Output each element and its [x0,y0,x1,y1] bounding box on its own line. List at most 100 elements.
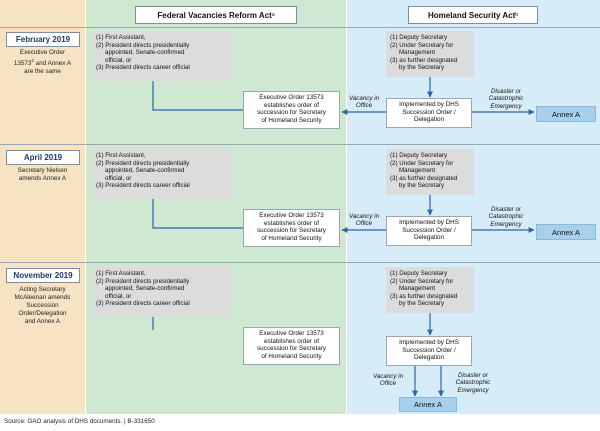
list-item: Management [399,167,436,175]
row-description: Acting Secretary McAleenan amends Succes… [2,286,83,326]
list-item: by the Secretary [399,300,445,308]
list-item: (1) First Assistant, [96,270,146,277]
list-item: (1) First Assistant, [96,152,146,159]
list-item: (2) Under Secretary for [390,159,454,167]
disaster-line: Disaster or [491,88,521,95]
list-item: (1) Deputy Secretary [390,152,448,159]
description-line: 13573c and Annex A [2,57,83,68]
list-item: Management [399,49,436,57]
list-item: (3) President directs career official [96,300,190,308]
list-item: (3) as further designated [390,292,458,300]
row-description: Executive Order 13573c and Annex A are t… [2,49,83,76]
vacancy-line: Office [355,220,373,228]
vacancy-line: Vacancy in [348,213,380,220]
row-date: February 2019 [15,35,71,44]
row-divider [0,27,600,28]
description-line: Succession [26,302,59,309]
disaster-line: Emergency [490,220,522,228]
description-line: and Annex A [24,318,61,325]
eo-line: establishes order of [264,337,319,345]
executive-order-box: Executive Order 13573 establishes order … [243,91,340,129]
dhs-line: Succession Order / [402,226,456,234]
list-item: by the Secretary [399,64,445,72]
row-date: November 2019 [13,271,73,280]
description-line: are the same [24,68,61,76]
disaster-line: Emergency [490,102,522,110]
list-item: (3) President directs career official [96,64,190,72]
eo-line: Executive Order 13573 [259,330,324,337]
eo-line: succession for Secretary [257,227,326,235]
list-item: official, or [105,174,132,182]
row-date: April 2019 [23,153,63,162]
eo-line: Executive Order 13573 [259,94,324,101]
hsa-header-text: Homeland Security Act [427,10,516,20]
annex-a-box: Annex A [536,224,596,240]
fvra-header-text: Federal Vacancies Reform Act [157,10,272,20]
description-line: McAleenan amends [14,294,71,301]
eo-line: establishes order of [264,219,319,227]
vacancy-line: Office [379,380,397,388]
row-date-badge: February 2019 [6,32,80,47]
list-item: official, or [105,292,132,300]
vacancy-label: Vacancy in Office [345,95,383,110]
vacancy-label: Vacancy in Office [370,373,406,388]
eo-line: succession for Secretary [257,109,326,117]
source-note: Source: GAO analysis of DHS documents. |… [4,418,155,425]
list-item: appointed, Senate-confirmed [105,285,185,293]
row-date-badge: November 2019 [6,268,80,283]
eo-line: succession for Secretary [257,345,326,353]
dhs-line: Succession Order / [402,346,456,354]
annex-a-box: Annex A [536,106,596,122]
list-item: (2) President directs presidentially [96,277,190,285]
description-line: Order/Delegation [18,310,67,317]
list-item: (3) as further designated [390,56,458,64]
list-item: (1) First Assistant, [96,34,146,41]
description-text: 13573 [13,60,32,68]
dhs-line: Succession Order / [402,108,456,116]
row-divider [0,262,600,263]
executive-order-box: Executive Order 13573 establishes order … [243,327,340,365]
fvra-header-note: a [271,12,275,18]
disaster-line: Catastrophic [488,95,524,103]
description-text: and Annex A [35,60,72,68]
list-item: (2) Under Secretary for [390,41,454,49]
eo-line: establishes order of [264,101,319,109]
dhs-line: Delegation [413,234,445,242]
fvra-succession-list: (1) First Assistant, (2) President direc… [92,31,232,81]
list-item: (3) as further designated [390,174,458,182]
description-line: amends Annex A [18,175,67,182]
vacancy-line: Vacancy in [348,95,380,102]
list-item: (2) President directs presidentially [96,159,190,167]
dhs-line: Delegation [413,116,445,124]
disaster-line: Disaster or [491,206,521,213]
hsa-succession-list: (1) Deputy Secretary (2) Under Secretary… [386,267,474,313]
row-divider [0,144,600,145]
vacancy-label: Vacancy in Office [345,213,383,228]
vacancy-line: Vacancy in [372,373,404,380]
disaster-line: Catastrophic [488,213,524,221]
description-line: Executive Order [19,49,66,56]
list-item: Management [399,285,436,293]
fvra-succession-list: (1) First Assistant, (2) President direc… [92,267,232,317]
disaster-label: Disaster or Catastrophic Emergency [476,206,536,228]
disaster-label: Disaster or Catastrophic Emergency [443,372,503,394]
list-item: appointed, Senate-confirmed [105,49,185,57]
eo-line: of Homeland Security [261,234,322,242]
annex-a-box: Annex A [399,397,457,412]
hsa-succession-list: (1) Deputy Secretary (2) Under Secretary… [386,149,474,195]
description-line: Secretary Nielsen [17,167,68,174]
eo-line: of Homeland Security [261,116,322,124]
list-item: by the Secretary [399,182,445,190]
disaster-line: Emergency [457,386,489,394]
hsa-succession-list: (1) Deputy Secretary (2) Under Secretary… [386,31,474,77]
eo-line: of Homeland Security [261,352,322,360]
dhs-line: Implemented by DHS [399,101,459,108]
list-item: (2) President directs presidentially [96,41,190,49]
dhs-succession-order-box: Implemented by DHS Succession Order / De… [386,336,472,366]
row-description: Secretary Nielsen amends Annex A [2,167,83,183]
timeline-column [0,0,85,414]
dhs-succession-order-box: Implemented by DHS Succession Order / De… [386,98,472,128]
